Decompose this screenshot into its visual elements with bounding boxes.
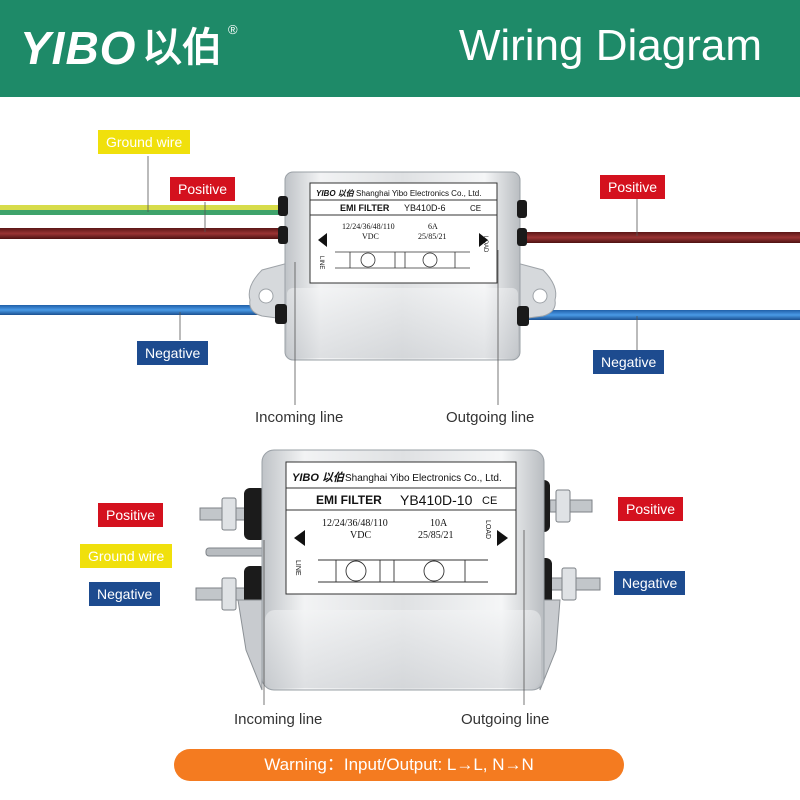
bottom-label-model: YB410D-10 xyxy=(400,492,473,508)
top-label-brand: YIBO 以伯 xyxy=(316,189,355,198)
bottom-mount-bracket xyxy=(237,599,263,691)
top-positive-wire-left xyxy=(0,228,290,239)
warning-banner: Warning：Input/Output: L→L, N→N xyxy=(174,749,624,781)
top-tag-negative-left: Negative xyxy=(137,341,209,365)
bottom-outgoing-line-caption: Outgoing line xyxy=(461,711,550,728)
bottom-tag-negative-left: Negative xyxy=(89,582,161,606)
bottom-label-brand: YIBO 以伯 xyxy=(292,471,345,484)
registered-mark: ® xyxy=(228,22,238,37)
bottom-label-voltage: 12/24/36/48/110 xyxy=(322,518,388,529)
top-tag-positive-right: Positive xyxy=(600,175,666,199)
bottom-tag-positive-right: Positive xyxy=(618,497,684,521)
top-outgoing-line-caption: Outgoing line xyxy=(446,409,535,426)
top-tag-negative-right: Negative xyxy=(593,350,665,374)
top-positive-wire-right xyxy=(515,232,800,243)
top-label-model: YB410D-6 xyxy=(404,203,446,213)
top-ground-wire xyxy=(0,205,290,215)
brand-logo: YIBO xyxy=(20,22,137,74)
top-label-voltage: 12/24/36/48/110 xyxy=(342,222,395,231)
header-banner: YIBO 以伯 ® Wiring Diagram xyxy=(0,0,800,97)
bottom-label-vdc: VDC xyxy=(350,530,371,541)
bottom-tag-ground-wire: Ground wire xyxy=(80,544,173,568)
bottom-filter-label: YIBO 以伯 Shanghai Yibo Electronics Co., L… xyxy=(285,461,517,595)
top-label-current: 6A xyxy=(428,222,438,231)
bottom-tag-positive-left: Positive xyxy=(98,503,164,527)
top-tag-positive-left: Positive xyxy=(170,177,236,201)
top-filter-label: YIBO 以伯 Shanghai Yibo Electronics Co., L… xyxy=(309,182,498,284)
top-label-type: EMI FILTER xyxy=(340,203,390,213)
bottom-label-current: 10A xyxy=(430,518,448,529)
bottom-ground-rod xyxy=(205,547,267,557)
bottom-label-ce: CE xyxy=(482,495,497,507)
top-label-maker: Shanghai Yibo Electronics Co., Ltd. xyxy=(356,189,481,198)
top-label-load: LOAD xyxy=(482,236,488,253)
top-label-vdc: VDC xyxy=(362,232,379,241)
page-title: Wiring Diagram xyxy=(458,21,762,70)
svg-text:CE: CE xyxy=(470,204,481,213)
bottom-tag-negative-right: Negative xyxy=(614,571,686,595)
top-label-line: LINE xyxy=(318,256,324,269)
bottom-stud-positive-left xyxy=(199,488,266,540)
top-incoming-line-caption: Incoming line xyxy=(255,409,344,426)
bottom-label-climate: 25/85/21 xyxy=(418,530,454,541)
bottom-incoming-line-caption: Incoming line xyxy=(234,711,323,728)
top-label-climate: 25/85/21 xyxy=(418,232,446,241)
bottom-label-type: EMI FILTER xyxy=(316,493,382,507)
bottom-label-maker: Shanghai Yibo Electronics Co., Ltd. xyxy=(345,473,502,484)
brand-logo-chinese: 以伯 xyxy=(142,26,222,70)
bottom-label-load: LOAD xyxy=(484,520,491,539)
top-negative-wire-left xyxy=(0,305,285,315)
top-negative-wire-right xyxy=(515,310,800,320)
bottom-label-line: LINE xyxy=(294,560,301,576)
top-tag-ground-wire: Ground wire xyxy=(98,130,191,154)
